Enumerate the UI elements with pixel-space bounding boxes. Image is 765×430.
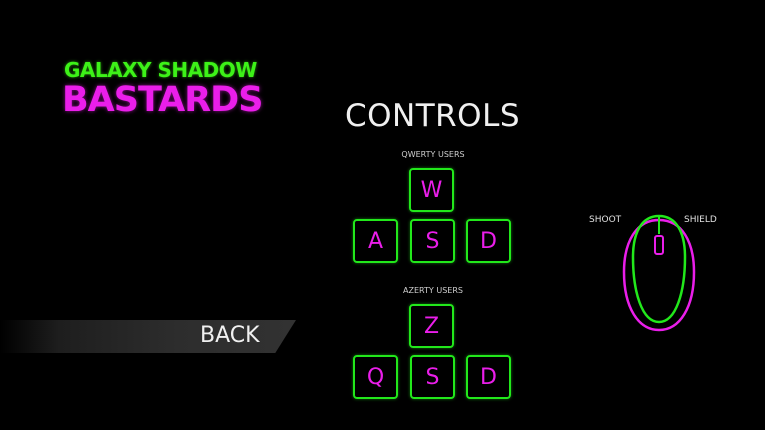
azerty-label: AZERTY USERS [403,286,463,295]
mouse-shield-label: SHIELD [684,215,717,225]
game-logo-line2: BASTARDS [62,80,263,120]
back-button[interactable] [0,320,296,353]
controls-title: CONTROLS [344,98,521,134]
key-qwerty-left: A [353,219,398,263]
key-azerty-left: Q [353,355,398,399]
qwerty-label: QWERTY USERS [401,150,465,159]
mouse-shoot-label: SHOOT [589,215,622,225]
key-qwerty-up: W [409,168,454,212]
key-qwerty-right: D [466,219,511,263]
mouse-icon [622,214,696,332]
key-qwerty-down: S [410,219,455,263]
key-azerty-up: Z [409,304,454,348]
game-logo-line1: GALAXY SHADOW [64,58,257,82]
back-button-label[interactable]: BACK [200,323,260,348]
key-azerty-right: D [466,355,511,399]
key-azerty-down: S [410,355,455,399]
